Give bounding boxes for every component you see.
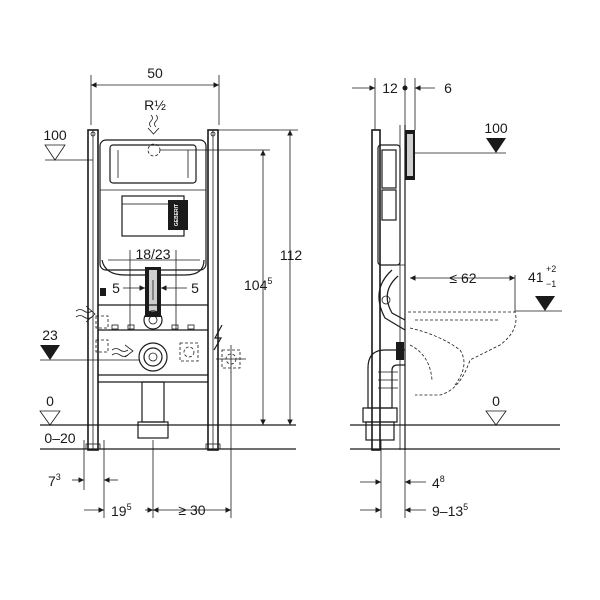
side-frame [362, 129, 415, 451]
dimension-bottom-right: ≥ 30 [153, 372, 232, 518]
water-inlet-marker [147, 143, 161, 157]
dimension-bottom-mid: 195 [84, 440, 154, 519]
range-label: 0–20 [44, 430, 75, 446]
bottom-mid-sup: 5 [127, 502, 132, 512]
side-level-0-marker: 0 [350, 393, 560, 450]
brand-label: GEBERIT [174, 204, 180, 226]
bottom-a-main: 4 [432, 475, 440, 491]
bottom-b-main: 9–13 [432, 503, 463, 519]
dimension-offsets-5: 5 5 [112, 280, 199, 300]
height-41-main: 41 [528, 269, 544, 285]
dimension-spacing-18-23: 18/23 [108, 246, 200, 330]
offset-left-label: 5 [112, 280, 120, 296]
frame: GEBERIT [85, 129, 246, 451]
electric-icon [213, 324, 223, 351]
level-0-marker: 0 0–20 [39, 393, 296, 450]
svg-text:48: 48 [432, 474, 445, 491]
front-view: 50 R½ 100 [39, 65, 303, 519]
dimension-bottom-left: 73 [48, 440, 118, 518]
side-level-100-label: 100 [484, 120, 508, 136]
dimension-bottom-9-135: 9–135 [360, 450, 468, 519]
spacing-label: 18/23 [135, 246, 170, 262]
svg-text:41: 41 [528, 269, 544, 285]
height-41-tol-minus: −1 [546, 279, 556, 289]
svg-text:195: 195 [111, 502, 132, 519]
wc-bowl [408, 311, 517, 396]
dimension-top-12-6: 12 6 [352, 78, 452, 130]
top-right-label: 6 [444, 80, 452, 96]
dimension-height-41: 41 +2 −1 [515, 264, 562, 312]
bottom-right-label: ≥ 30 [178, 502, 205, 518]
bottom-left-main: 7 [48, 473, 56, 489]
height-104-main: 104 [244, 277, 268, 293]
bottom-a-sup: 8 [440, 474, 445, 484]
top-left-label: 12 [382, 80, 398, 96]
offset-right-label: 5 [191, 280, 199, 296]
height-112-label: 112 [280, 247, 303, 263]
level-0-label: 0 [46, 393, 54, 409]
bottom-left-sup: 3 [56, 472, 61, 482]
water-connection: R½ [144, 97, 166, 157]
bottom-b-sup: 5 [463, 502, 468, 512]
height-41-tol-plus: +2 [546, 264, 556, 274]
bottom-mid-main: 19 [111, 503, 127, 519]
dimension-projection-62: ≤ 62 [410, 270, 516, 312]
dimension-height-112: 112 [218, 129, 303, 425]
dimension-height-104: 1045 [160, 149, 272, 425]
level-23-label: 23 [42, 327, 58, 343]
brand-badge: GEBERIT [168, 200, 188, 230]
projection-label: ≤ 62 [449, 270, 476, 286]
height-104-sup: 5 [267, 276, 272, 286]
side-view: 12 6 [350, 78, 562, 519]
svg-text:1045: 1045 [244, 276, 272, 293]
svg-text:73: 73 [48, 472, 61, 489]
level-100-marker: 100 [43, 127, 93, 161]
side-level-0-label: 0 [492, 393, 500, 409]
thread-label: R½ [144, 97, 166, 113]
svg-text:9–135: 9–135 [432, 502, 468, 519]
level-23-marker: 23 [40, 327, 140, 361]
level-100-label: 100 [43, 127, 67, 143]
side-level-100-marker: 100 [415, 120, 508, 154]
dimension-bottom-48: 48 [360, 440, 445, 518]
width-label: 50 [147, 65, 163, 81]
dimension-width-50: 50 [90, 65, 220, 125]
